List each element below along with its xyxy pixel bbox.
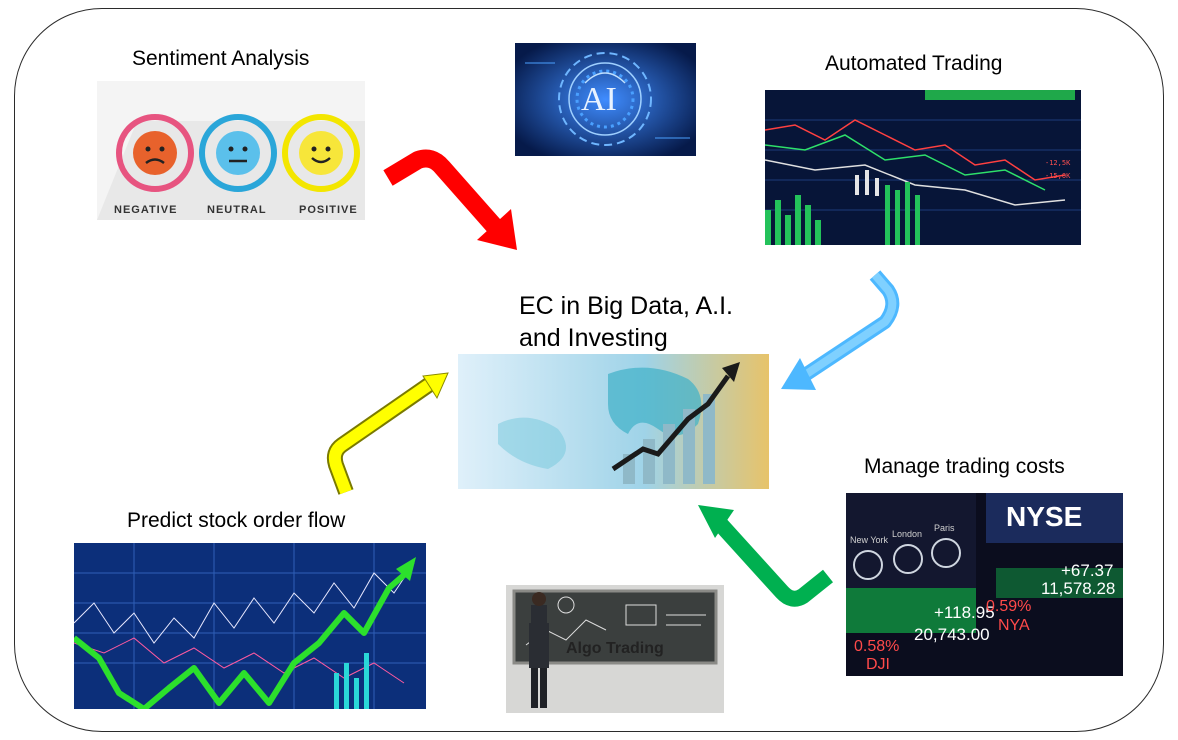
ai-brain-graphic <box>515 43 696 156</box>
face-label-positive: POSITIVE <box>299 204 358 216</box>
label-automated-trading: Automated Trading <box>825 52 1003 75</box>
order-flow-chart-graphic <box>74 543 426 709</box>
face-label-negative: NEGATIVE <box>114 204 178 216</box>
label-manage-trading-costs: Manage trading costs <box>864 455 1065 478</box>
center-title-line1: EC in Big Data, A.I. <box>519 292 733 320</box>
sentiment-image: NEGATIVE NEUTRAL POSITIVE <box>97 81 365 220</box>
board-value-5: 0.59% <box>986 598 1032 615</box>
algo-trading-sign: Algo Trading <box>566 640 664 657</box>
board-value-7: +67.37 <box>1061 561 1114 580</box>
board-value-8: 11,578.28 <box>1041 579 1116 598</box>
rounded-frame <box>14 8 1164 732</box>
ai-badge-text: AI <box>581 81 617 118</box>
city-new-york: New York <box>850 535 889 545</box>
ai-image: AI <box>515 43 696 156</box>
center-investing-image <box>458 354 769 489</box>
svg-text:-15,0K: -15,0K <box>1045 172 1071 180</box>
board-value-3: 0.58% <box>854 638 900 655</box>
automated-trading-image: -12,5K -15,0K <box>765 90 1081 245</box>
board-value-4: DJI <box>866 656 890 673</box>
center-title: EC in Big Data, A.I. and Investing <box>519 290 733 354</box>
city-paris: Paris <box>934 523 955 533</box>
label-sentiment-analysis: Sentiment Analysis <box>132 47 310 70</box>
growth-chart-graphic <box>458 354 769 489</box>
trading-screen-graphic: -12,5K -15,0K <box>765 90 1081 245</box>
label-predict-stock-order-flow: Predict stock order flow <box>127 509 346 532</box>
center-title-line2: and Investing <box>519 324 668 352</box>
sentiment-faces-graphic <box>97 114 365 220</box>
trading-costs-image: NYSE New York London Paris +118.95 20,74… <box>846 493 1123 676</box>
city-london: London <box>892 529 923 539</box>
blackboard-graphic <box>506 585 724 713</box>
board-value-2: 20,743.00 <box>914 625 990 644</box>
predict-order-flow-image <box>74 543 426 709</box>
algo-trading-image: Algo Trading <box>506 585 724 713</box>
nyse-board-graphic <box>846 493 1123 676</box>
nyse-text: NYSE <box>1006 501 1083 532</box>
face-label-neutral: NEUTRAL <box>207 204 267 216</box>
svg-text:-12,5K: -12,5K <box>1045 159 1071 167</box>
board-value-6: NYA <box>998 617 1030 634</box>
board-value-1: +118.95 <box>934 603 995 622</box>
